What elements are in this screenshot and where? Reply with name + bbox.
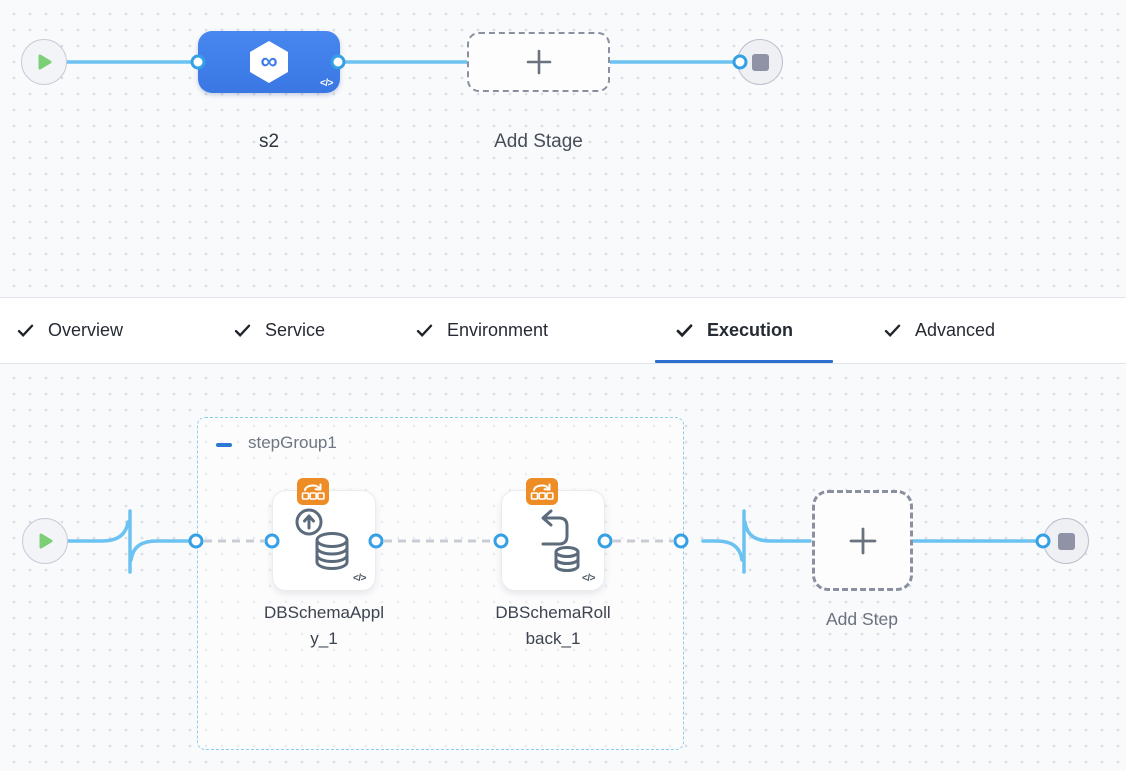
stage-code-icon[interactable]: </> [320, 78, 333, 89]
step-code-icon[interactable]: </> [582, 573, 595, 584]
connector-dot[interactable] [493, 533, 509, 549]
step-card-dbschemaapply[interactable]: </> [272, 478, 376, 591]
stage-node-s2[interactable]: ∞ </> [198, 31, 340, 93]
tab-environment[interactable]: Environment [415, 298, 548, 363]
plus-icon [526, 49, 551, 75]
stop-icon [1057, 532, 1075, 550]
plus-icon [849, 527, 876, 554]
add-step-button[interactable] [812, 490, 913, 591]
stage-canvas[interactable]: ∞ </> s2 Add Stage [0, 0, 1126, 297]
check-icon [884, 324, 901, 337]
step-label: DBSchemaRollback_1 [495, 603, 611, 649]
execution-start-node[interactable] [22, 518, 68, 564]
tab-execution[interactable]: Execution [654, 298, 834, 363]
connector-dot[interactable] [264, 533, 280, 549]
add-stage-label: Add Stage [494, 131, 583, 152]
step-label: DBSchemaApply_1 [263, 603, 384, 649]
tab-service[interactable]: Service [233, 298, 325, 363]
connector-dot[interactable] [188, 533, 204, 549]
step-group-container[interactable]: stepGroup1 [197, 417, 684, 750]
minus-icon [216, 443, 232, 447]
connector-dot[interactable] [368, 533, 384, 549]
rolling-update-badge-icon [297, 478, 329, 505]
add-stage-button[interactable] [467, 32, 610, 92]
collapse-step-group-button[interactable] [216, 439, 234, 451]
check-icon [234, 324, 251, 337]
schema-rollback-icon [541, 509, 580, 572]
add-step-label: Add Step [826, 609, 898, 629]
pipeline-start-node[interactable] [21, 39, 67, 85]
execution-end-node[interactable] [1043, 518, 1089, 564]
harness-stage-icon: ∞ [250, 41, 288, 83]
stage-label: s2 [258, 131, 280, 152]
svg-text:∞: ∞ [260, 48, 277, 75]
play-icon [38, 54, 52, 70]
canvas-bottom-strip [0, 771, 1126, 782]
rolling-update-badge-icon [526, 478, 558, 505]
stop-icon [751, 53, 769, 71]
connector-dot[interactable] [330, 54, 346, 70]
check-icon [416, 324, 433, 337]
stage-config-tabbar: Overview Service Environment Execution A… [0, 297, 1126, 364]
play-icon [39, 533, 53, 549]
schema-apply-icon [295, 508, 349, 570]
tab-overview[interactable]: Overview [16, 298, 123, 363]
tab-advanced[interactable]: Advanced [883, 298, 995, 363]
connector-dot[interactable] [597, 533, 613, 549]
check-icon [17, 324, 34, 337]
step-code-icon[interactable]: </> [353, 573, 366, 584]
check-icon [676, 324, 693, 338]
connector-dot[interactable] [1035, 533, 1051, 549]
step-card-dbschemarollback[interactable]: </> [501, 478, 605, 591]
execution-canvas[interactable]: stepGroup1 [0, 364, 1126, 782]
step-group-label: stepGroup1 [248, 433, 337, 452]
connector-dot[interactable] [732, 54, 748, 70]
connector-dot[interactable] [190, 54, 206, 70]
connector-dot[interactable] [673, 533, 689, 549]
